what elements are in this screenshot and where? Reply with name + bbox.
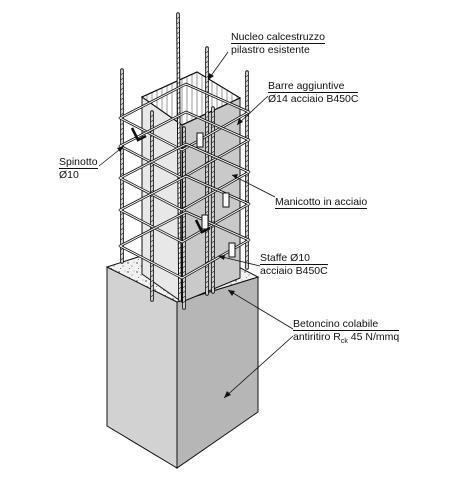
leader-barre	[236, 95, 269, 126]
leader-arrows	[117, 73, 243, 398]
label-manicotto: Manicotto in acciaio	[275, 196, 368, 209]
label-betoncino-line2: antiritiro Rck 45 N/mmq	[293, 331, 399, 348]
label-barre-line1: Barre aggiuntive	[268, 80, 359, 93]
arrow-betoncino	[228, 290, 235, 296]
leader-lines	[98, 51, 294, 399]
label-staffe-line1: Staffe Ø10	[260, 252, 328, 265]
rebar-bar	[150, 110, 154, 302]
core-right-face	[181, 97, 241, 303]
arrow-nucleo	[208, 73, 214, 80]
existing-column-core	[140, 71, 242, 303]
rebar-bar	[176, 12, 182, 302]
arrow-staffe	[218, 255, 225, 260]
label-nucleo-line1: Nucleo calcestruzzo	[231, 31, 325, 44]
extras-group	[130, 127, 236, 258]
label-betoncino-sub: ck	[340, 338, 348, 346]
base-right-face	[176, 276, 259, 469]
label-betoncino: Betoncino colabile antiritiro Rck 45 N/m…	[293, 318, 400, 348]
stirrup-hoop	[118, 142, 251, 212]
stirrup-hoop	[118, 210, 251, 280]
label-nucleo-line2: pilastro esistente	[231, 44, 310, 56]
arrow-barre	[237, 118, 243, 125]
dowel-spinotto	[130, 127, 147, 142]
steel-sleeve	[222, 192, 230, 208]
core-top-hatch	[142, 72, 240, 125]
label-spinotto-line2: Ø10	[59, 169, 79, 181]
arrow-manicotto	[232, 174, 238, 179]
rebar-bar	[205, 46, 209, 296]
label-staffe: Staffe Ø10 acciaio B450C	[260, 252, 328, 277]
label-barre: Barre aggiuntive Ø14 acciaio B450C	[268, 80, 359, 105]
leader-betoncino	[227, 289, 294, 330]
stirrup-hoop	[118, 174, 251, 244]
stirrup-hoop	[118, 82, 251, 152]
arrow-spinotto	[117, 146, 124, 152]
steel-sleeve	[228, 242, 236, 258]
label-manicotto-line1: Manicotto in acciaio	[275, 196, 368, 209]
label-spinotto: Spinotto Ø10	[59, 156, 98, 181]
steel-sleeve	[201, 214, 209, 230]
leader-staffe	[217, 255, 261, 267]
rebar-bar	[182, 126, 186, 310]
label-nucleo: Nucleo calcestruzzo pilastro esistente	[231, 31, 325, 56]
steel-sleeve	[196, 132, 204, 148]
stirrup-group	[118, 82, 251, 280]
leader-base	[223, 335, 294, 399]
label-betoncino-line1: Betoncino colabile	[293, 318, 400, 331]
label-betoncino-post: 45 N/mmq	[347, 331, 400, 343]
arrow-base	[224, 391, 231, 398]
stirrup-hoop	[118, 110, 251, 180]
label-spinotto-line1: Spinotto	[59, 156, 98, 169]
rebar-bar	[120, 68, 124, 264]
leader-manicotto	[231, 174, 276, 198]
rebar-bar	[211, 106, 215, 294]
dowel-spinotto	[194, 219, 211, 234]
label-barre-line2: Ø14 acciaio B450C	[268, 93, 359, 105]
label-betoncino-pre: antiritiro R	[293, 331, 341, 343]
label-staffe-line2: acciaio B450C	[260, 265, 328, 277]
